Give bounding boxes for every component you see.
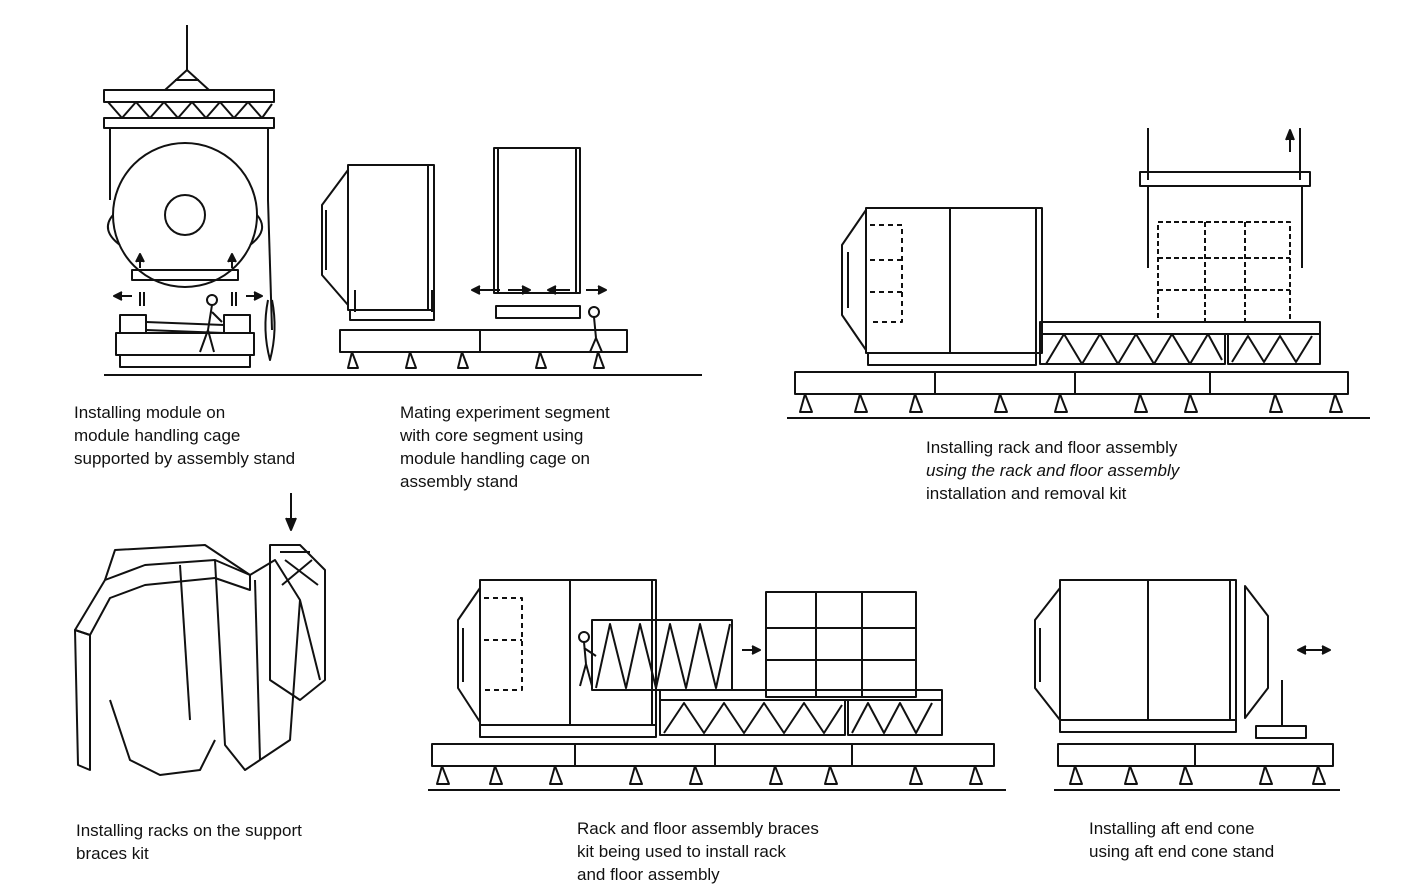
caption-module-handling-cage: Installing module on module handling cag… <box>74 401 295 470</box>
caption-line: using the rack and floor assembly <box>926 461 1180 480</box>
scene-module-handling-cage <box>103 25 702 376</box>
caption-line: Installing aft end cone <box>1089 819 1255 838</box>
caption-mating-segments: Mating experiment segment with core segm… <box>400 401 610 493</box>
caption-line: Mating experiment segment <box>400 403 610 422</box>
stand-legs-2 <box>347 351 605 369</box>
caption-line: module handling cage on <box>400 449 590 468</box>
caption-line: with core segment using <box>400 426 584 445</box>
stand-legs-5 <box>436 765 983 785</box>
caption-support-braces: Installing racks on the support braces k… <box>76 819 302 865</box>
caption-braces-kit: Rack and floor assembly braces kit being… <box>577 817 819 886</box>
caption-rack-floor-kit: Installing rack and floor assembly using… <box>926 436 1179 505</box>
stand-legs-6 <box>1069 765 1326 785</box>
caption-line: Rack and floor assembly braces <box>577 819 819 838</box>
caption-line: installation and removal kit <box>926 484 1127 503</box>
caption-line: module handling cage <box>74 426 241 445</box>
caption-aft-cone: Installing aft end cone using aft end co… <box>1089 817 1274 863</box>
scene-aft-cone <box>1034 579 1340 791</box>
caption-line: and floor assembly <box>577 865 720 884</box>
caption-line: braces kit <box>76 844 149 863</box>
stand-legs-3 <box>799 393 1343 413</box>
scene-rack-floor-kit <box>787 128 1370 419</box>
caption-line: kit being used to install rack <box>577 842 786 861</box>
caption-line: supported by assembly stand <box>74 449 296 468</box>
caption-line: Installing racks on the support <box>76 821 302 840</box>
scene-braces-kit <box>428 579 1006 791</box>
caption-line: assembly stand <box>400 472 519 491</box>
scene-support-braces <box>74 493 326 776</box>
scene-mating-segments <box>321 147 628 369</box>
caption-line: Installing module on <box>74 403 226 422</box>
caption-line: Installing rack and floor assembly <box>926 438 1178 457</box>
caption-line: using aft end cone stand <box>1089 842 1275 861</box>
